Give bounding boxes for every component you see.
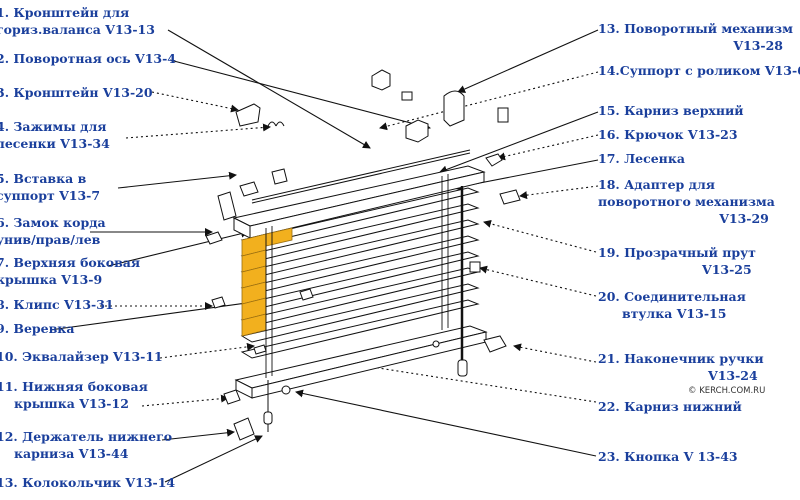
cord-bell — [263, 411, 273, 425]
adapter-block-part — [497, 107, 509, 123]
ladder-cords — [265, 174, 449, 378]
label-r23: 23. Кнопка V 13-43 — [598, 449, 738, 464]
leader-lines-left — [49, 29, 431, 483]
bottom-holder-part — [233, 417, 255, 441]
roller-support-part — [405, 119, 429, 143]
small-parts — [205, 69, 521, 441]
label-r22: 22. Карниз нижний — [598, 399, 742, 414]
tilt-mechanism-part — [443, 90, 465, 127]
bottom-cap-part — [223, 389, 241, 405]
wand-tip — [457, 359, 468, 377]
small-clip-part — [401, 91, 413, 101]
bottomrail-end — [235, 379, 253, 399]
button-part — [281, 385, 291, 395]
mechanism-adapter-part — [499, 189, 521, 205]
label-8: 8. Клипс V13-31 — [0, 297, 114, 312]
connector-sleeve-part — [469, 261, 481, 273]
hook-part — [485, 153, 503, 167]
support-insert-part — [239, 181, 259, 197]
label-3: 3. Кронштейн V13-20 — [0, 85, 153, 100]
bracket-v13-20-part — [235, 103, 261, 127]
label-2: 2. Поворотная ось V13-4 — [0, 51, 176, 66]
label-r16: 16. Крючок V13-23 — [598, 127, 738, 142]
valance-bracket-part — [371, 69, 391, 91]
watermark: © KERCH.COM.RU — [688, 386, 766, 396]
label-r15: 15. Карниз верхний — [598, 103, 744, 118]
headrail-front — [249, 171, 485, 239]
top-cap-part — [205, 231, 223, 245]
label-r17: 17. Лесенка — [598, 151, 685, 166]
cord-lock-part — [217, 191, 237, 221]
blind-assembly — [232, 149, 488, 432]
clip-part — [211, 296, 226, 309]
label-r14: 14.Суппорт с роликом V13-6 — [598, 63, 800, 78]
wand-end-part — [483, 335, 507, 353]
ladder-clamp-part — [267, 121, 285, 127]
label-9: 9. Веревка — [0, 321, 75, 336]
label-13: 13. Колокольчик V13-14 — [0, 475, 176, 490]
label-10: 10. Эквалайзер V13-11 — [0, 349, 163, 364]
valance-rod — [251, 149, 471, 201]
equalizer-part — [253, 344, 267, 355]
